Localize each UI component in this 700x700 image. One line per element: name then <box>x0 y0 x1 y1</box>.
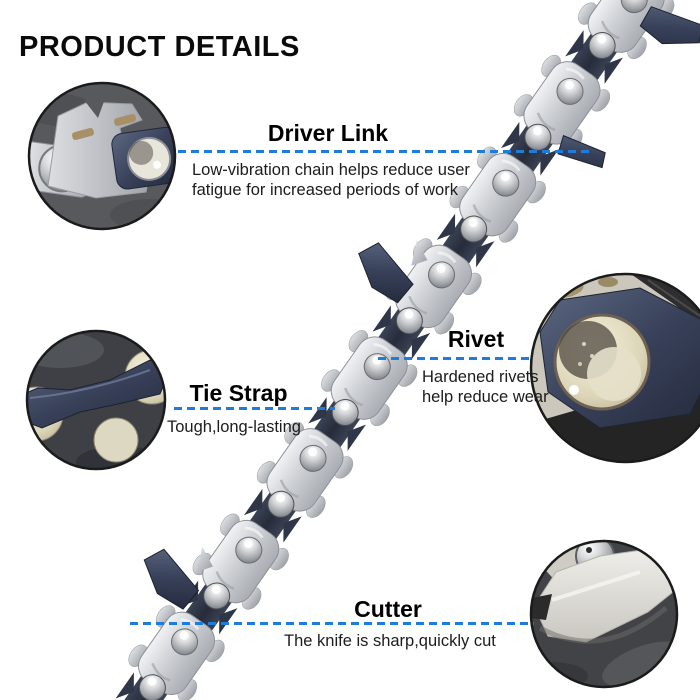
page-title: PRODUCT DETAILS <box>19 31 300 64</box>
tie-strap-leader-line <box>174 407 335 410</box>
driver-link-zoom-circle <box>27 81 177 231</box>
driver-link-description: Low-vibration chain helps reduce user fa… <box>192 161 470 199</box>
chainsaw-chain-photo <box>102 0 700 700</box>
cutter-zoom-circle <box>529 539 679 689</box>
tie-strap-label: Tie Strap <box>189 380 288 406</box>
tie-strap-description: Tough,long-lasting <box>167 418 301 436</box>
rivet-description: Hardened rivets help reduce wear <box>422 368 549 406</box>
rivet-leader-line <box>378 357 534 360</box>
cutter-blade-icon <box>143 6 700 610</box>
cutter-description: The knife is sharp,quickly cut <box>284 632 496 650</box>
driver-link-leader-line <box>178 150 592 153</box>
driver-link-label: Driver Link <box>267 120 389 146</box>
cutter-label: Cutter <box>354 596 422 622</box>
cutter-leader-line <box>130 622 534 625</box>
rivet-zoom-circle <box>529 272 700 464</box>
rivet-label: Rivet <box>447 326 505 352</box>
tie-strap-zoom-circle <box>25 329 167 471</box>
